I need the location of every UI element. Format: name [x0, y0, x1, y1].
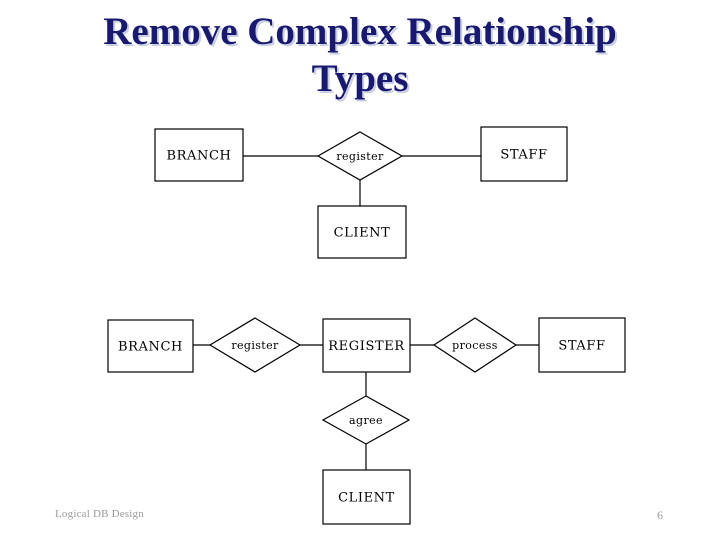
- entity-box[interactable]: [322, 469, 411, 525]
- entity-box[interactable]: [154, 128, 244, 182]
- entity-label: CLIENT: [338, 491, 395, 506]
- er-relationship-process[interactable]: process: [432, 317, 518, 373]
- relationship-diamond[interactable]: [321, 395, 411, 445]
- er-entity-register[interactable]: REGISTER: [322, 318, 411, 373]
- er-entity-branch[interactable]: BRANCH: [154, 128, 244, 182]
- er-diagram-decomposed-relationship: BRANCH REGISTER STAFF CLIENT register process…: [107, 317, 626, 525]
- relationship-label: agree: [349, 414, 383, 427]
- entity-box[interactable]: [107, 319, 194, 373]
- relationship-diamond[interactable]: [316, 131, 404, 181]
- entity-box[interactable]: [538, 317, 626, 373]
- relationship-label: register: [336, 150, 384, 163]
- relationship-label: register: [231, 339, 279, 352]
- relationship-label: process: [452, 339, 498, 352]
- er-relationship-register[interactable]: register: [316, 131, 404, 181]
- er-entity-client[interactable]: CLIENT: [322, 469, 411, 525]
- er-relationship-register[interactable]: register: [208, 317, 302, 373]
- er-entity-staff[interactable]: STAFF: [538, 317, 626, 373]
- relationship-diamond[interactable]: [208, 317, 302, 373]
- entity-label: CLIENT: [334, 226, 391, 241]
- relationship-diamond[interactable]: [432, 317, 518, 373]
- er-diagram-complex-relationship: BRANCH STAFF CLIENT register: [154, 126, 568, 259]
- entity-label: STAFF: [558, 339, 605, 354]
- page-title: Remove Complex Relationship Types: [103, 10, 617, 100]
- entity-box[interactable]: [480, 126, 568, 182]
- entity-label: BRANCH: [118, 340, 183, 355]
- footer-label: Logical DB Design: [55, 508, 144, 520]
- entity-label: STAFF: [500, 148, 547, 163]
- er-entity-staff[interactable]: STAFF: [480, 126, 568, 182]
- entity-label: BRANCH: [167, 149, 232, 164]
- footer-page-number: 6: [657, 508, 663, 522]
- er-entity-client[interactable]: CLIENT: [317, 205, 407, 259]
- er-entity-branch[interactable]: BRANCH: [107, 319, 194, 373]
- er-relationship-agree[interactable]: agree: [321, 395, 411, 445]
- entity-box[interactable]: [322, 318, 411, 373]
- entity-box[interactable]: [317, 205, 407, 259]
- entity-label: REGISTER: [328, 339, 405, 354]
